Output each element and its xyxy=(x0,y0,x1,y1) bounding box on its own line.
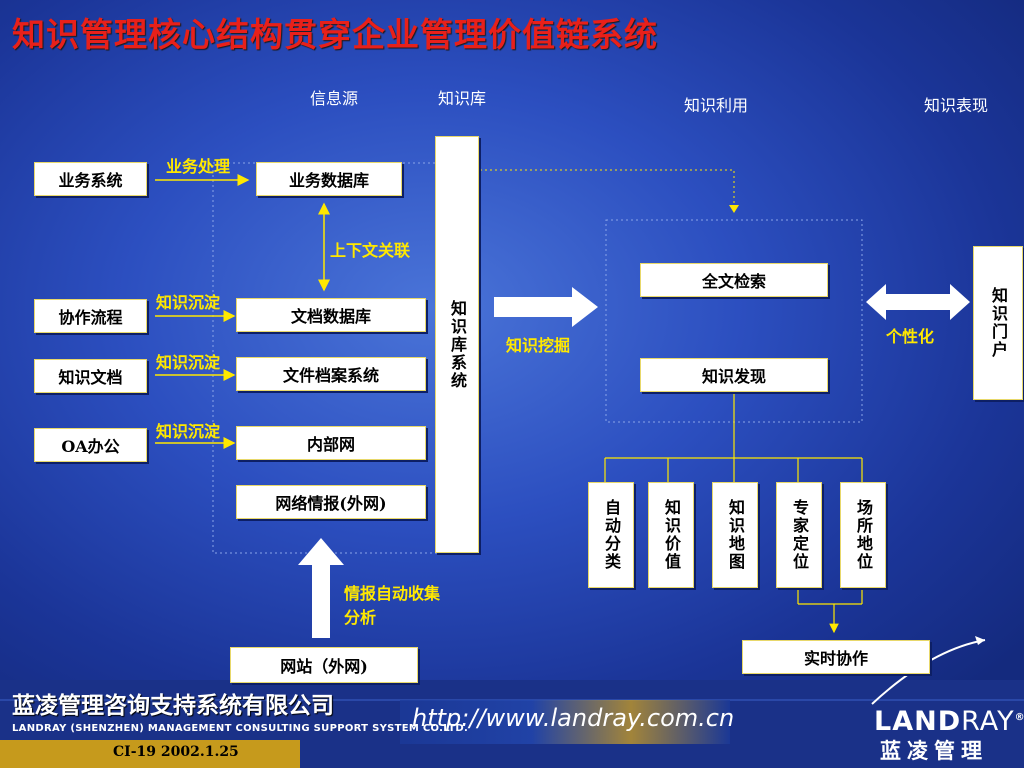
right-arrow-icon xyxy=(494,287,598,327)
box-file-archive-system[interactable]: 文件档案系统 xyxy=(236,357,426,391)
box-intranet[interactable]: 内部网 xyxy=(236,426,426,460)
box-knowledge-discovery[interactable]: 知识发现 xyxy=(640,358,828,392)
sub-item-venue-position[interactable]: 场所地位 xyxy=(840,482,886,588)
sub-item-expert-locate[interactable]: 专家定位 xyxy=(776,482,822,588)
header-utilization: 知识利用 xyxy=(684,96,749,115)
logo-chinese: 蓝凌管理 xyxy=(880,739,988,763)
box-collaboration-flow[interactable]: 协作流程 xyxy=(34,299,147,333)
label-sedimentation-2: 知识沉淀 xyxy=(156,353,221,372)
box-website-external[interactable]: 网站（外网) xyxy=(230,647,418,683)
logo-land: LAND xyxy=(874,706,962,737)
box-oa-office[interactable]: OA办公 xyxy=(34,428,147,462)
box-realtime-collaboration[interactable]: 实时协作 xyxy=(742,640,930,674)
logo-wordmark: LANDRAY® xyxy=(874,706,1024,737)
box-business-system[interactable]: 业务系统 xyxy=(34,162,147,196)
header-repository: 知识库 xyxy=(438,89,487,108)
footer-company-name: 蓝凌管理咨询支持系统有限公司 xyxy=(12,693,334,719)
double-arrow-icon xyxy=(866,284,970,320)
sub-item-auto-classify[interactable]: 自动分类 xyxy=(588,482,634,588)
header-presentation: 知识表现 xyxy=(924,96,989,115)
label-sedimentation-3: 知识沉淀 xyxy=(156,422,221,441)
label-sedimentation-1: 知识沉淀 xyxy=(156,293,221,312)
box-business-database[interactable]: 业务数据库 xyxy=(256,162,402,196)
box-knowledge-base-system[interactable]: 知识库系统 xyxy=(435,136,479,553)
sub-item-knowledge-map[interactable]: 知识地图 xyxy=(712,482,758,588)
logo-registered-mark: ® xyxy=(1014,712,1024,723)
footer-url-link[interactable]: http://www.landray.com.cn xyxy=(412,704,735,732)
label-business-processing: 业务处理 xyxy=(166,157,231,176)
box-knowledge-portal[interactable]: 知识门户 xyxy=(973,246,1023,400)
header-source: 信息源 xyxy=(310,89,359,108)
label-personalization: 个性化 xyxy=(886,327,935,346)
label-intel-collect-line2: 分析 xyxy=(344,608,377,627)
footer-company-english: LANDRAY (SHENZHEN) MANAGEMENT CONSULTING… xyxy=(12,723,469,734)
page-title: 知识管理核心结构贯穿企业管理价值链系统 xyxy=(12,15,658,54)
box-web-intelligence[interactable]: 网络情报(外网) xyxy=(236,485,426,519)
footer-slide-id: CI-19 2002.1.25 xyxy=(113,744,239,760)
label-intel-collect-line1: 情报自动收集 xyxy=(344,584,441,603)
label-context-link: 上下文关联 xyxy=(330,241,411,260)
box-document-database[interactable]: 文档数据库 xyxy=(236,298,426,332)
up-arrow-icon xyxy=(298,538,344,638)
dotted-link xyxy=(480,169,735,210)
logo-ray: RAY xyxy=(961,706,1015,737)
label-knowledge-mining: 知识挖掘 xyxy=(506,336,571,355)
box-fulltext-search[interactable]: 全文检索 xyxy=(640,263,828,297)
sub-item-knowledge-value[interactable]: 知识价值 xyxy=(648,482,694,588)
box-knowledge-docs[interactable]: 知识文档 xyxy=(34,359,147,393)
